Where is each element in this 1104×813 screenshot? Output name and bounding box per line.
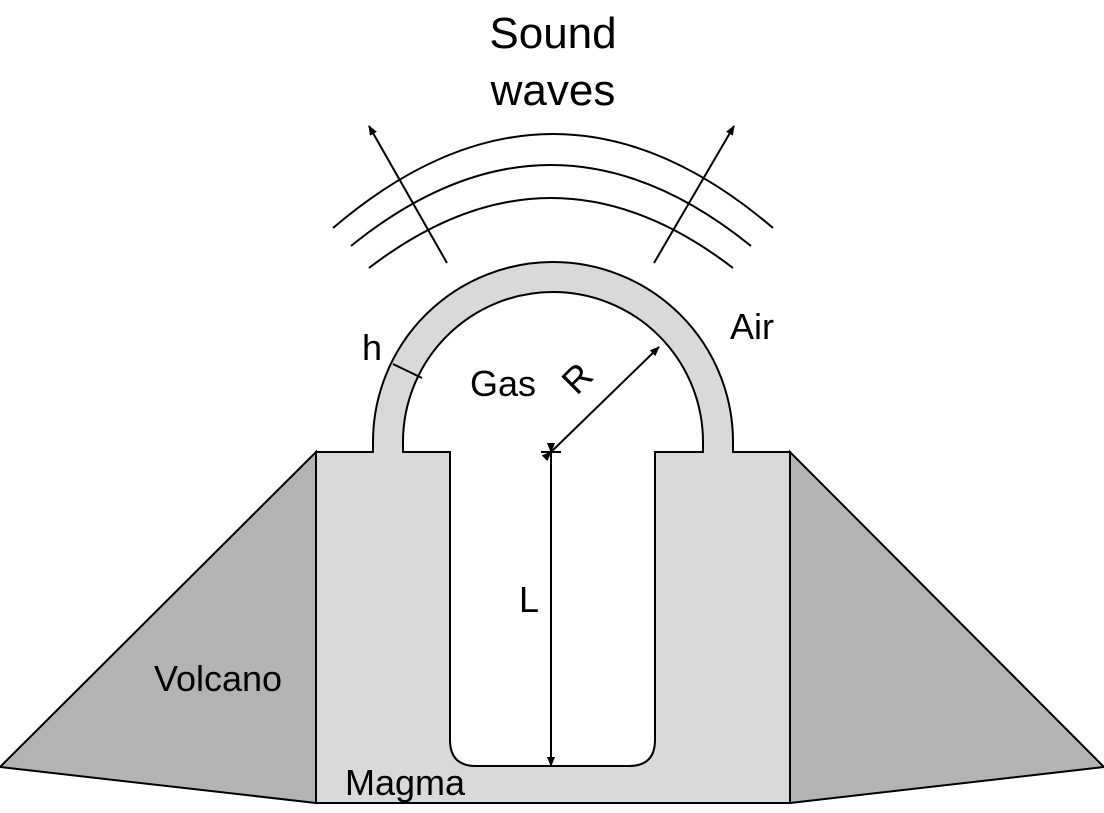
title-line-2: waves [490,66,616,115]
volcano-left-flank [0,449,317,805]
sound-wave-arcs [332,133,774,269]
air-label: Air [730,306,774,347]
magma-label: Magma [345,762,466,803]
volcano-label: Volcano [154,658,282,699]
length-label: L [519,579,539,620]
sound-wave-arc-middle [350,164,752,247]
sound-wave-arc-inner [368,197,734,269]
sound-arrow-left [368,125,448,264]
title-line-1: Sound [489,9,616,58]
gas-label: Gas [470,363,536,404]
thickness-label: h [362,327,382,368]
sound-wave-arc-outer [332,133,774,229]
thickness-marker [392,363,423,379]
volcano-right-flank [789,449,1104,805]
radius-dimension-arrow [541,346,660,462]
sound-wave-arrows [368,125,735,264]
sound-arrow-right [653,125,735,264]
